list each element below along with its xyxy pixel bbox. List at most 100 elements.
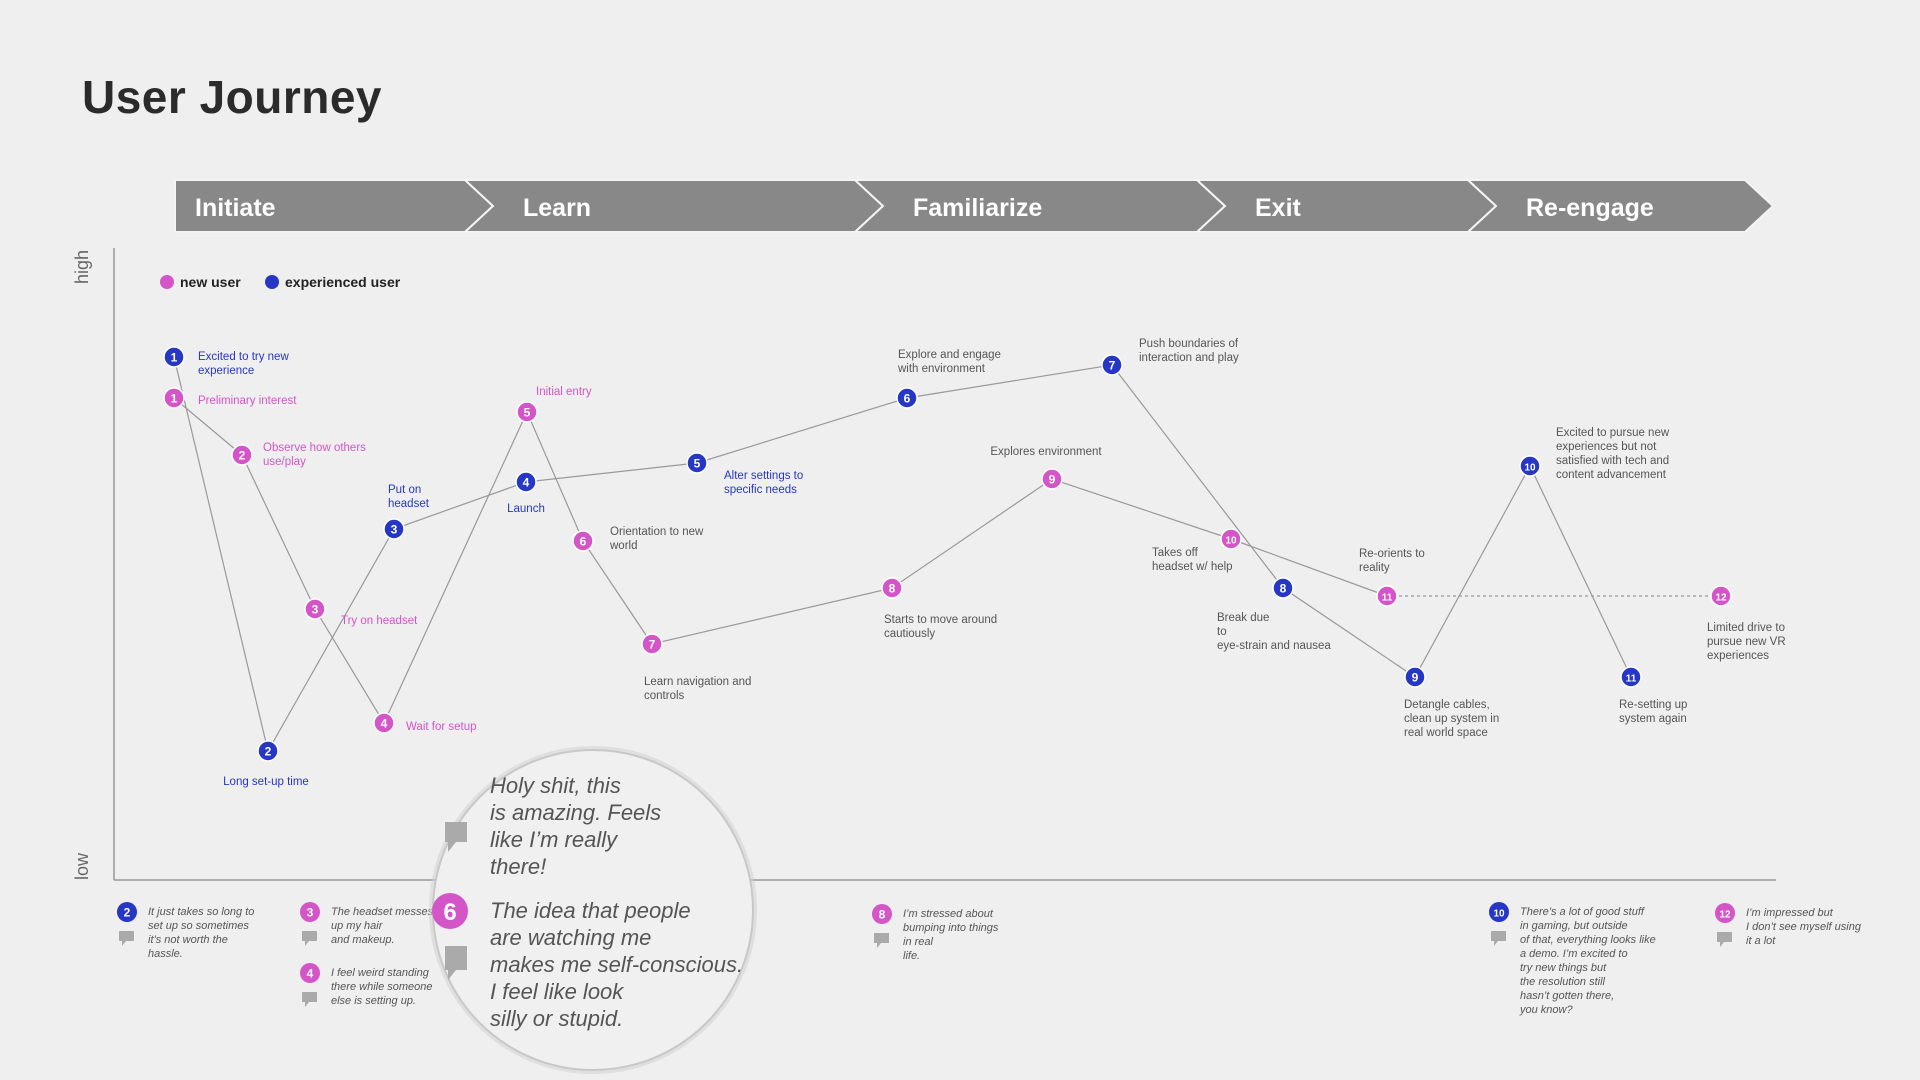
new-user-marker bbox=[1220, 528, 1242, 550]
experienced-user-marker-number: 11 bbox=[1626, 674, 1637, 685]
experienced-user-label-line: Excited to try new bbox=[198, 351, 289, 363]
speech-bubble-icon bbox=[119, 931, 134, 941]
new-user-marker bbox=[881, 577, 903, 599]
new-user-marker-number: 5 bbox=[524, 406, 531, 420]
new-user-label: Starts to move around cautiously bbox=[884, 614, 997, 640]
page-title: User Journey bbox=[82, 71, 383, 123]
legend-experienced-user-dot bbox=[265, 275, 279, 289]
quote-text-line: in real bbox=[903, 936, 934, 948]
experienced-user-label-line: Break due bbox=[1217, 612, 1269, 624]
quote-text-line: up my hair bbox=[331, 920, 384, 932]
stage-chevron bbox=[1465, 179, 1775, 233]
speech-bubble-icon bbox=[445, 822, 467, 842]
experienced-user-label-line: content advancement bbox=[1556, 469, 1667, 481]
experienced-user-marker bbox=[163, 346, 185, 368]
speech-bubble-tail bbox=[1720, 942, 1724, 947]
new-user-marker-number: 9 bbox=[1049, 473, 1056, 487]
quote-marker-number: 3 bbox=[307, 906, 314, 920]
experienced-user-marker-number: 8 bbox=[1280, 582, 1287, 596]
experienced-user-marker-number: 4 bbox=[523, 476, 530, 490]
quote-text-line: the resolution still bbox=[1520, 976, 1606, 988]
experienced-user-marker bbox=[257, 740, 279, 762]
experienced-user-marker-number: 9 bbox=[1412, 671, 1419, 685]
quote-text-line: There’s a lot of good stuff bbox=[1520, 906, 1645, 918]
speech-bubble-tail bbox=[448, 970, 456, 980]
experienced-user-label-line: Re-setting up bbox=[1619, 699, 1687, 711]
callout-quote-main-line: makes me self-conscious. bbox=[490, 952, 743, 977]
quote-text-line: a demo. I’m excited to bbox=[1520, 948, 1628, 960]
new-user-label-line: reality bbox=[1359, 562, 1390, 574]
new-user-label-line: Limited drive to bbox=[1707, 622, 1785, 634]
quote-text-line: hasn’t gotten there, bbox=[1520, 990, 1614, 1002]
experienced-user-label-line: system again bbox=[1619, 713, 1687, 725]
new-user-marker-number: 4 bbox=[381, 717, 388, 731]
callout-quote-main-line: are watching me bbox=[490, 925, 651, 950]
new-user-label: Initial entry bbox=[536, 386, 592, 398]
experienced-user-label-line: experiences but not bbox=[1556, 441, 1657, 453]
experienced-user-label: Re-setting up system again bbox=[1619, 699, 1687, 725]
quote-text-line: you know? bbox=[1519, 1004, 1573, 1016]
new-user-marker-number: 11 bbox=[1382, 593, 1393, 604]
experienced-user-label-line: eye-strain and nausea bbox=[1217, 640, 1331, 652]
experienced-user-label-line: Alter settings to bbox=[724, 470, 803, 482]
new-user-label-line: controls bbox=[644, 690, 685, 702]
quote-marker-number: 12 bbox=[1719, 910, 1731, 921]
callout-quote-top-line: is amazing. Feels bbox=[490, 800, 661, 825]
stage-label: Learn bbox=[523, 194, 591, 222]
quote-marker bbox=[300, 902, 320, 922]
new-user-marker bbox=[163, 387, 185, 409]
quote-text-line: set up so sometimes bbox=[148, 920, 249, 932]
experienced-user-label-line: Put on bbox=[388, 484, 421, 496]
callout-marker-number: 6 bbox=[443, 899, 456, 926]
stage-chevron bbox=[1194, 179, 1498, 233]
quote-text-line: It just takes so long to bbox=[148, 906, 254, 918]
new-user-label-line: Initial entry bbox=[536, 386, 592, 398]
quote-text-line: I don’t see myself using bbox=[1746, 921, 1862, 933]
callout-quote-top-line: there! bbox=[490, 854, 546, 879]
new-user-label-line: Starts to move around bbox=[884, 614, 997, 626]
new-user-label-line: experiences bbox=[1707, 650, 1769, 662]
new-user-marker-number: 1 bbox=[171, 392, 178, 406]
new-user-marker bbox=[572, 530, 594, 552]
experienced-user-marker bbox=[1519, 455, 1541, 477]
quote-text-line: of that, everything looks like bbox=[1520, 934, 1656, 946]
quote-text-line: I’m stressed about bbox=[903, 908, 994, 920]
new-user-label-line: Orientation to new bbox=[610, 526, 704, 538]
quote-marker bbox=[872, 904, 892, 924]
experienced-user-label-line: interaction and play bbox=[1139, 352, 1239, 364]
legend-new-user-dot bbox=[160, 275, 174, 289]
experienced-user-label-line: Excited to pursue new bbox=[1556, 427, 1670, 439]
experienced-user-marker-number: 7 bbox=[1109, 359, 1116, 373]
new-user-marker-number: 2 bbox=[239, 449, 246, 463]
experienced-user-marker bbox=[686, 452, 708, 474]
new-user-label-line: cautiously bbox=[884, 628, 935, 640]
callout-quote-top-line: Holy shit, this bbox=[490, 773, 621, 798]
quote-text: It just takes so long to set up so someti… bbox=[148, 906, 254, 960]
experienced-user-label: Long set-up time bbox=[223, 776, 309, 788]
quote-text-line: bumping into things bbox=[903, 922, 999, 934]
stage-label: Exit bbox=[1255, 194, 1302, 222]
speech-bubble-tail bbox=[122, 941, 126, 946]
quote-marker bbox=[1715, 903, 1735, 923]
quote-marker bbox=[1489, 902, 1509, 922]
speech-bubble-icon bbox=[302, 931, 317, 941]
experienced-user-marker-number: 5 bbox=[694, 457, 701, 471]
callout-quote-main-line: The idea that people bbox=[490, 898, 691, 923]
speech-bubble-icon bbox=[1717, 932, 1732, 942]
new-user-label: Try on headset bbox=[341, 615, 418, 627]
experienced-user-label: Excited to pursue new experiences but not… bbox=[1556, 427, 1670, 481]
quote-text-line: The headset messes bbox=[331, 906, 434, 918]
new-user-label-line: Preliminary interest bbox=[198, 395, 297, 407]
experienced-user-marker bbox=[1101, 354, 1123, 376]
speech-bubble-tail bbox=[877, 943, 881, 948]
new-user-label-line: use/play bbox=[263, 456, 306, 468]
